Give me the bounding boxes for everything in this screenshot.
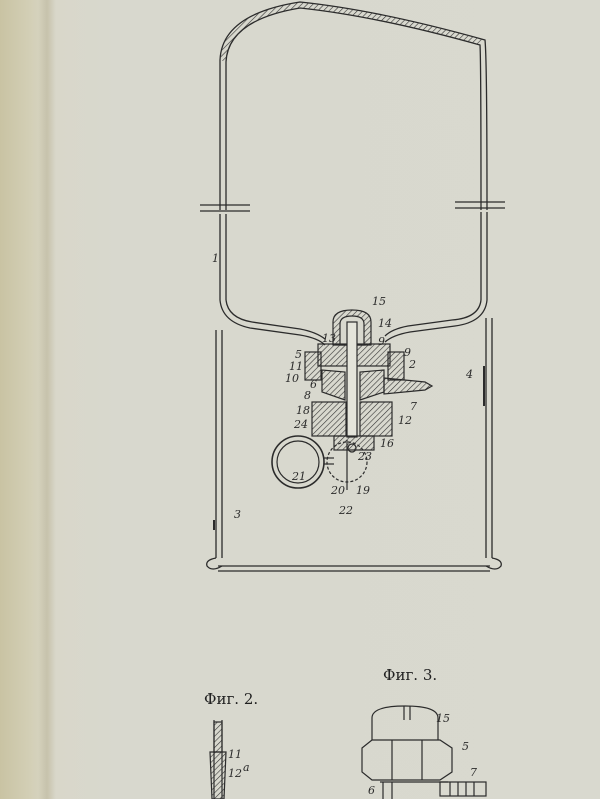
fig2-caption: Фиг. 2. — [204, 690, 258, 708]
label-22: 22 — [338, 504, 353, 517]
label-3: 3 — [234, 508, 241, 521]
label-19: 19 — [356, 484, 370, 497]
label-4: 4 — [465, 368, 473, 381]
label-7: 7 — [410, 400, 417, 413]
label-6: 6 — [310, 378, 317, 391]
fig1-valve-assembly — [271, 309, 434, 490]
fig3-caption: Фиг. 3. — [383, 666, 437, 684]
page-fold-shadow — [38, 0, 56, 799]
label-2: 2 — [408, 358, 416, 371]
label-20: 20 — [330, 484, 345, 497]
fig2-detail — [209, 720, 227, 799]
label-14: 14 — [378, 317, 392, 330]
label-9-small: 9 — [378, 335, 385, 348]
fig2-labels: 11 12 a — [228, 748, 250, 780]
fig2-label-alpha: a — [243, 761, 250, 774]
label-13: 13 — [322, 332, 336, 345]
label-1: 1 — [212, 252, 219, 265]
label-21: 21 — [291, 470, 306, 483]
label-16: 16 — [380, 437, 394, 450]
fig3-labels: 15 5 7 6 — [368, 712, 477, 797]
fig3-label-5: 5 — [462, 740, 469, 753]
label-18: 18 — [296, 404, 310, 417]
label-15: 15 — [372, 295, 386, 308]
label-12: 12 — [398, 414, 412, 427]
label-11: 11 — [289, 360, 303, 373]
fig3-detail — [361, 705, 487, 799]
fig1-labels: 1 2 3 4 5 6 7 8 9 9 10 11 12 13 14 15 16… — [212, 252, 473, 521]
label-24: 24 — [293, 418, 308, 431]
fig2-label-12: 12 — [228, 767, 242, 780]
fig3-label-6: 6 — [368, 784, 375, 797]
label-8: 8 — [304, 389, 311, 402]
fig3-label-15: 15 — [436, 712, 450, 725]
label-23: 23 — [357, 450, 372, 463]
fig1-vessel — [200, 1, 505, 572]
fig3-label-7: 7 — [470, 766, 477, 779]
label-9: 9 — [404, 346, 411, 359]
label-10: 10 — [285, 372, 299, 385]
label-5: 5 — [295, 348, 302, 361]
fig2-label-11: 11 — [228, 748, 242, 761]
